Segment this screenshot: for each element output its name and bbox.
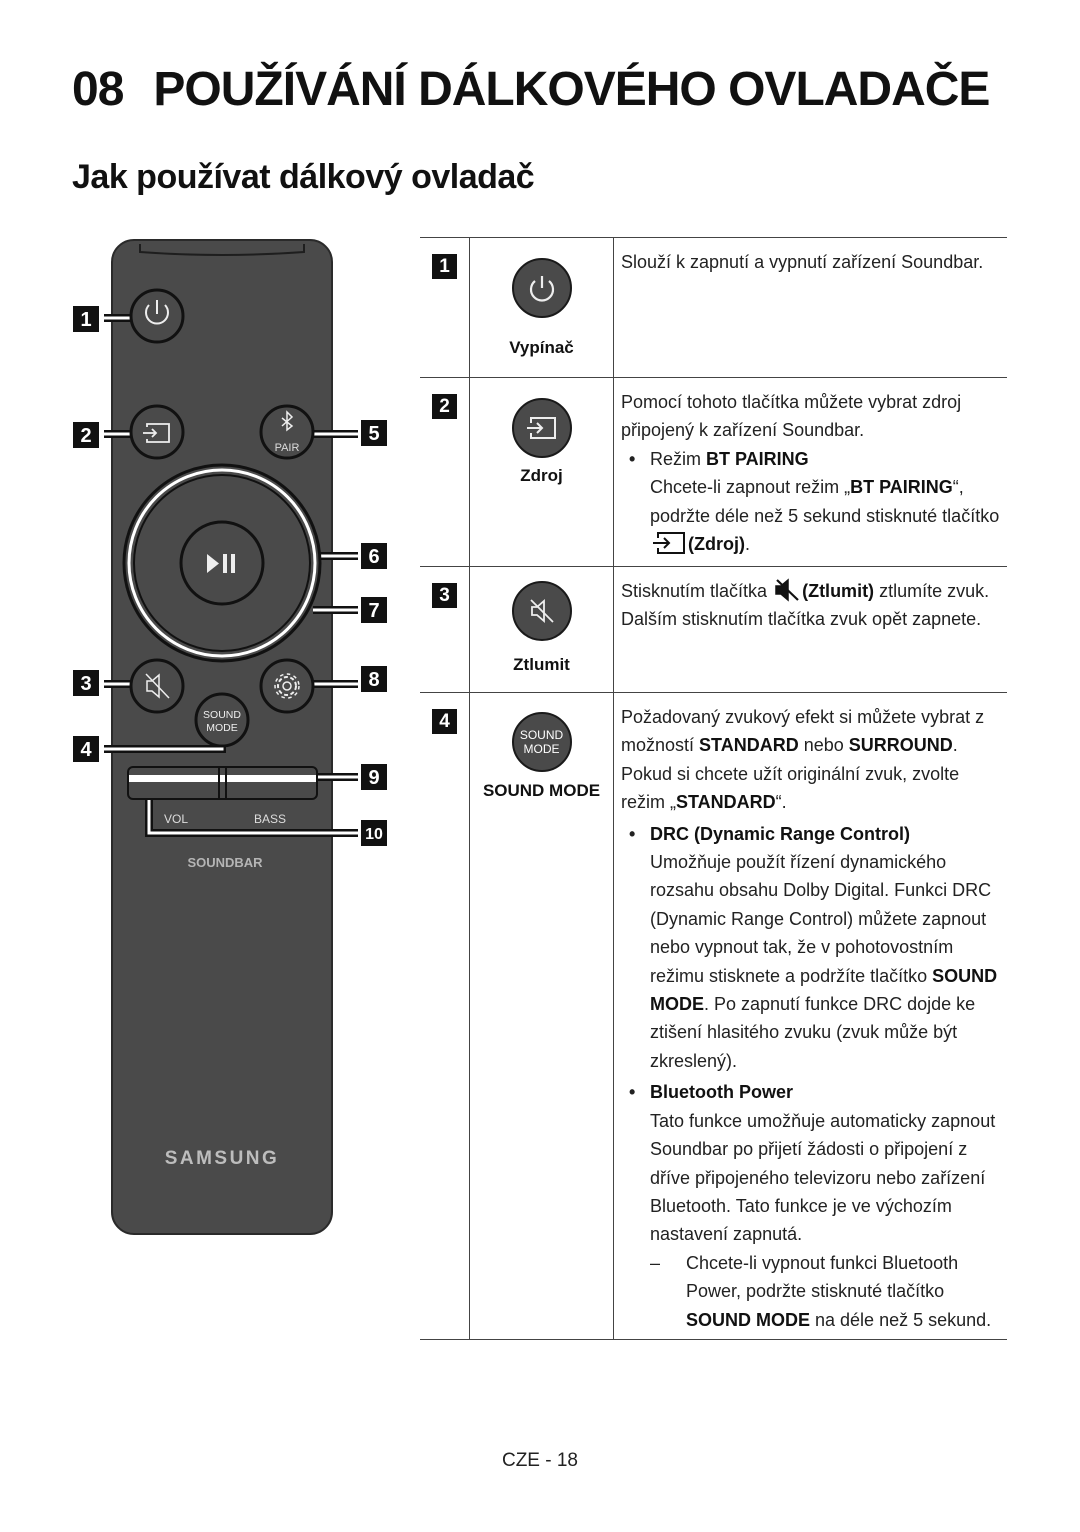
source-icon: [511, 398, 572, 458]
bullet-text-bold: BT PAIRING: [850, 477, 953, 498]
remote-mode-label: MODE: [206, 722, 238, 734]
text-bold: STANDARD: [676, 792, 776, 813]
remote-pair-button: PAIR: [259, 404, 315, 460]
icon-cell: Ztlumit: [470, 567, 613, 674]
description-text: Požadovaný zvukový efekt si můžete vybra…: [621, 703, 1003, 760]
text-part: Chcete-li vypnout funkci Bluetooth Power…: [686, 1252, 959, 1302]
row-number: 3: [432, 583, 457, 608]
button-label: Vypínač: [509, 338, 574, 357]
description-cell: Slouží k zapnutí a vypnutí zařízení Soun…: [621, 238, 1007, 288]
remote-power-button: [129, 288, 185, 344]
bullet-button-name: (Zdroj): [688, 534, 745, 555]
description-cell: Stisknutím tlačítka (Ztlumit) ztlumíte z…: [621, 567, 1007, 646]
button-label: SOUND MODE: [482, 781, 601, 800]
remote-settings-button: [259, 658, 315, 714]
page-number: CZE - 18: [501, 1450, 579, 1471]
remote-vol-label: VOL: [164, 812, 188, 826]
remote-sound-mode-button: SOUND MODE: [194, 692, 250, 748]
table-row: 3 Ztlumit Stisknutím tlačítka (Ztlumit) …: [420, 566, 1007, 692]
bullet-body: Tato funkce umožňuje automaticky zapnout…: [650, 1110, 996, 1245]
bullet-item: Bluetooth Power: [621, 1078, 1003, 1107]
callout-1: 1: [80, 309, 91, 331]
remote-navigation-ring: [122, 463, 322, 663]
text-bold: STANDARD: [699, 735, 799, 756]
text-part: Požadovaný zvukový efekt si můžete vybra…: [621, 707, 985, 756]
remote-soundbar-label: SOUNDBAR: [187, 855, 263, 870]
dash-item: Chcete-li vypnout funkci Bluetooth Power…: [621, 1249, 1003, 1334]
callout-7: 7: [368, 600, 379, 622]
remote-top-edge: [139, 244, 305, 256]
description-text: Pokud si chcete užít originální zvuk, zv…: [621, 760, 1003, 817]
text-part: nebo: [798, 735, 849, 756]
callout-2: 2: [80, 425, 91, 447]
remote-source-button: [129, 404, 185, 460]
remote-mute-button: [129, 658, 185, 714]
sound-mode-icon-text: MODE: [523, 742, 560, 756]
text-part: “.: [775, 792, 787, 813]
bullet-item: Režim BT PAIRING: [621, 445, 1003, 474]
description-text: Pomocí tohoto tlačítka můžete vybrat zdr…: [621, 392, 962, 441]
bullet-text: Chcete-li zapnout režim „: [650, 477, 851, 498]
chapter-title: 08 POUŽÍVÁNÍ DÁLKOVÉHO OVLADAČE: [72, 62, 990, 117]
remote-illustration: PAIR SOUND MODE VOL BASS SOUNDBAR SAM: [73, 239, 387, 1235]
bullet-bold: BT PAIRING: [706, 448, 809, 469]
button-description-table: 1 Vypínač Slouží k zapnutí a vypnutí zař…: [420, 237, 1007, 1340]
button-label: Zdroj: [520, 466, 563, 485]
bullet-body: Chcete-li zapnout režim „BT PAIRING“, po…: [621, 473, 1003, 558]
text-part: Umožňuje použít řízení dynamického rozsa…: [650, 852, 992, 986]
remote-sound-label: SOUND: [203, 709, 241, 721]
callout-3: 3: [80, 673, 91, 695]
mute-icon: [775, 578, 799, 602]
text-part: .: [952, 735, 958, 756]
callout-4: 4: [80, 739, 92, 761]
bullet-prefix: Režim: [650, 448, 707, 469]
bullet-item: DRC (Dynamic Range Control): [621, 820, 1003, 849]
remote-vol-bass-rocker: VOL BASS: [127, 766, 318, 826]
description-text-bold: (Ztlumit): [802, 581, 875, 601]
description-text: Stisknutím tlačítka (Ztlumit) ztlumíte z…: [621, 577, 1003, 634]
source-icon: [653, 532, 685, 555]
text-bold: SOUND MODE: [650, 965, 998, 1015]
bullet-body: Umožňuje použít řízení dynamického rozsa…: [621, 848, 1003, 1075]
table-row: 2 Zdroj Pomocí tohoto tlačítka můžete vy…: [420, 377, 1007, 566]
row-number: 2: [432, 394, 457, 419]
bullet-title: Bluetooth Power: [650, 1082, 793, 1103]
remote-pair-label: PAIR: [275, 442, 300, 454]
description-cell: Pomocí tohoto tlačítka můžete vybrat zdr…: [621, 378, 1007, 570]
text-bold: SURROUND: [848, 735, 953, 756]
callout-8: 8: [368, 669, 379, 691]
row-number: 4: [432, 709, 457, 734]
sound-mode-icon-text: SOUND: [519, 728, 564, 742]
callout-9: 9: [368, 767, 379, 789]
table-row: 1 Vypínač Slouží k zapnutí a vypnutí zař…: [420, 237, 1007, 377]
text-bold: SOUND MODE: [686, 1309, 811, 1330]
callout-10: 10: [365, 826, 383, 843]
power-icon: [511, 258, 572, 318]
text-part: na déle než 5 sekund.: [810, 1309, 992, 1330]
callout-5: 5: [368, 423, 379, 445]
bullet-text: “, podržte déle než 5 sekund stisknuté t…: [650, 477, 1000, 526]
description-text-part: ztlumíte zvuk. Dalším stisknutím tlačítk…: [621, 581, 990, 630]
text-part: . Po zapnutí funkce DRC dojde ke ztišení…: [650, 994, 976, 1071]
callout-6: 6: [368, 546, 379, 568]
chapter-title-text: POUŽÍVÁNÍ DÁLKOVÉHO OVLADAČE: [153, 63, 990, 116]
chapter-number: 08: [72, 63, 124, 116]
bullet-end: .: [744, 534, 750, 555]
mute-icon: [511, 581, 572, 641]
description-text: Slouží k zapnutí a vypnutí zařízení Soun…: [621, 252, 984, 272]
text-part: Pokud si chcete užít originální zvuk, zv…: [621, 763, 960, 813]
icon-cell: Vypínač: [470, 238, 613, 357]
description-cell: Požadovaný zvukový efekt si můžete vybra…: [621, 693, 1007, 1346]
section-title: Jak používat dálkový ovladač: [72, 158, 535, 196]
button-label: Ztlumit: [513, 655, 570, 674]
description-text-part: Stisknutím tlačítka: [621, 581, 768, 601]
bullet-title: DRC (Dynamic Range Control): [650, 823, 911, 844]
row-number: 1: [432, 254, 457, 279]
icon-cell: Zdroj: [470, 378, 613, 485]
remote-bass-label: BASS: [254, 812, 286, 826]
samsung-logo: SAMSUNG: [165, 1148, 280, 1169]
